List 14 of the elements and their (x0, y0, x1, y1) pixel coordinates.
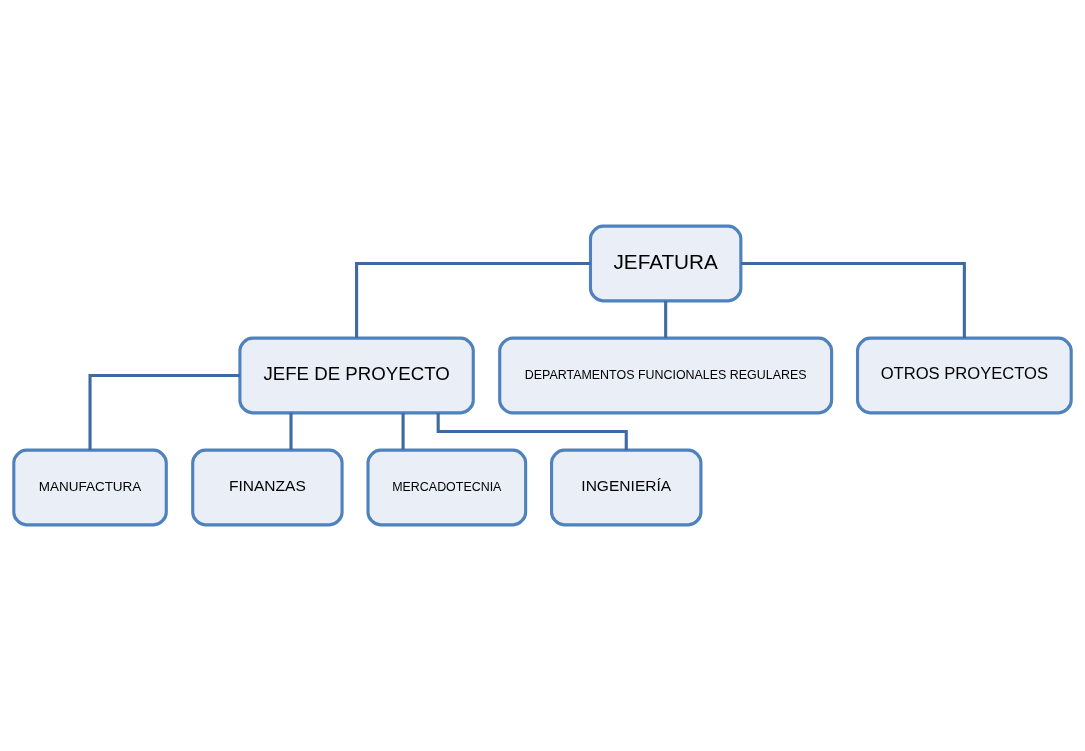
connector (355, 261, 591, 338)
connector (664, 301, 668, 338)
node-box: JEFATURA (588, 224, 743, 303)
node-box: OTROS PROYECTOS (856, 336, 1073, 415)
node-box: INGENIERÍA (550, 448, 703, 527)
node-box: FINANZAS (191, 448, 344, 527)
node-box: MANUFACTURA (12, 448, 168, 527)
connector (88, 373, 240, 450)
node-box: JEFE DE PROYECTO (238, 336, 475, 415)
node-box: MERCADOTECNIA (366, 448, 528, 527)
connector (289, 413, 293, 450)
connector (741, 261, 966, 338)
connector (401, 413, 405, 450)
node-box: DEPARTAMENTOS FUNCIONALES REGULARES (498, 336, 834, 415)
